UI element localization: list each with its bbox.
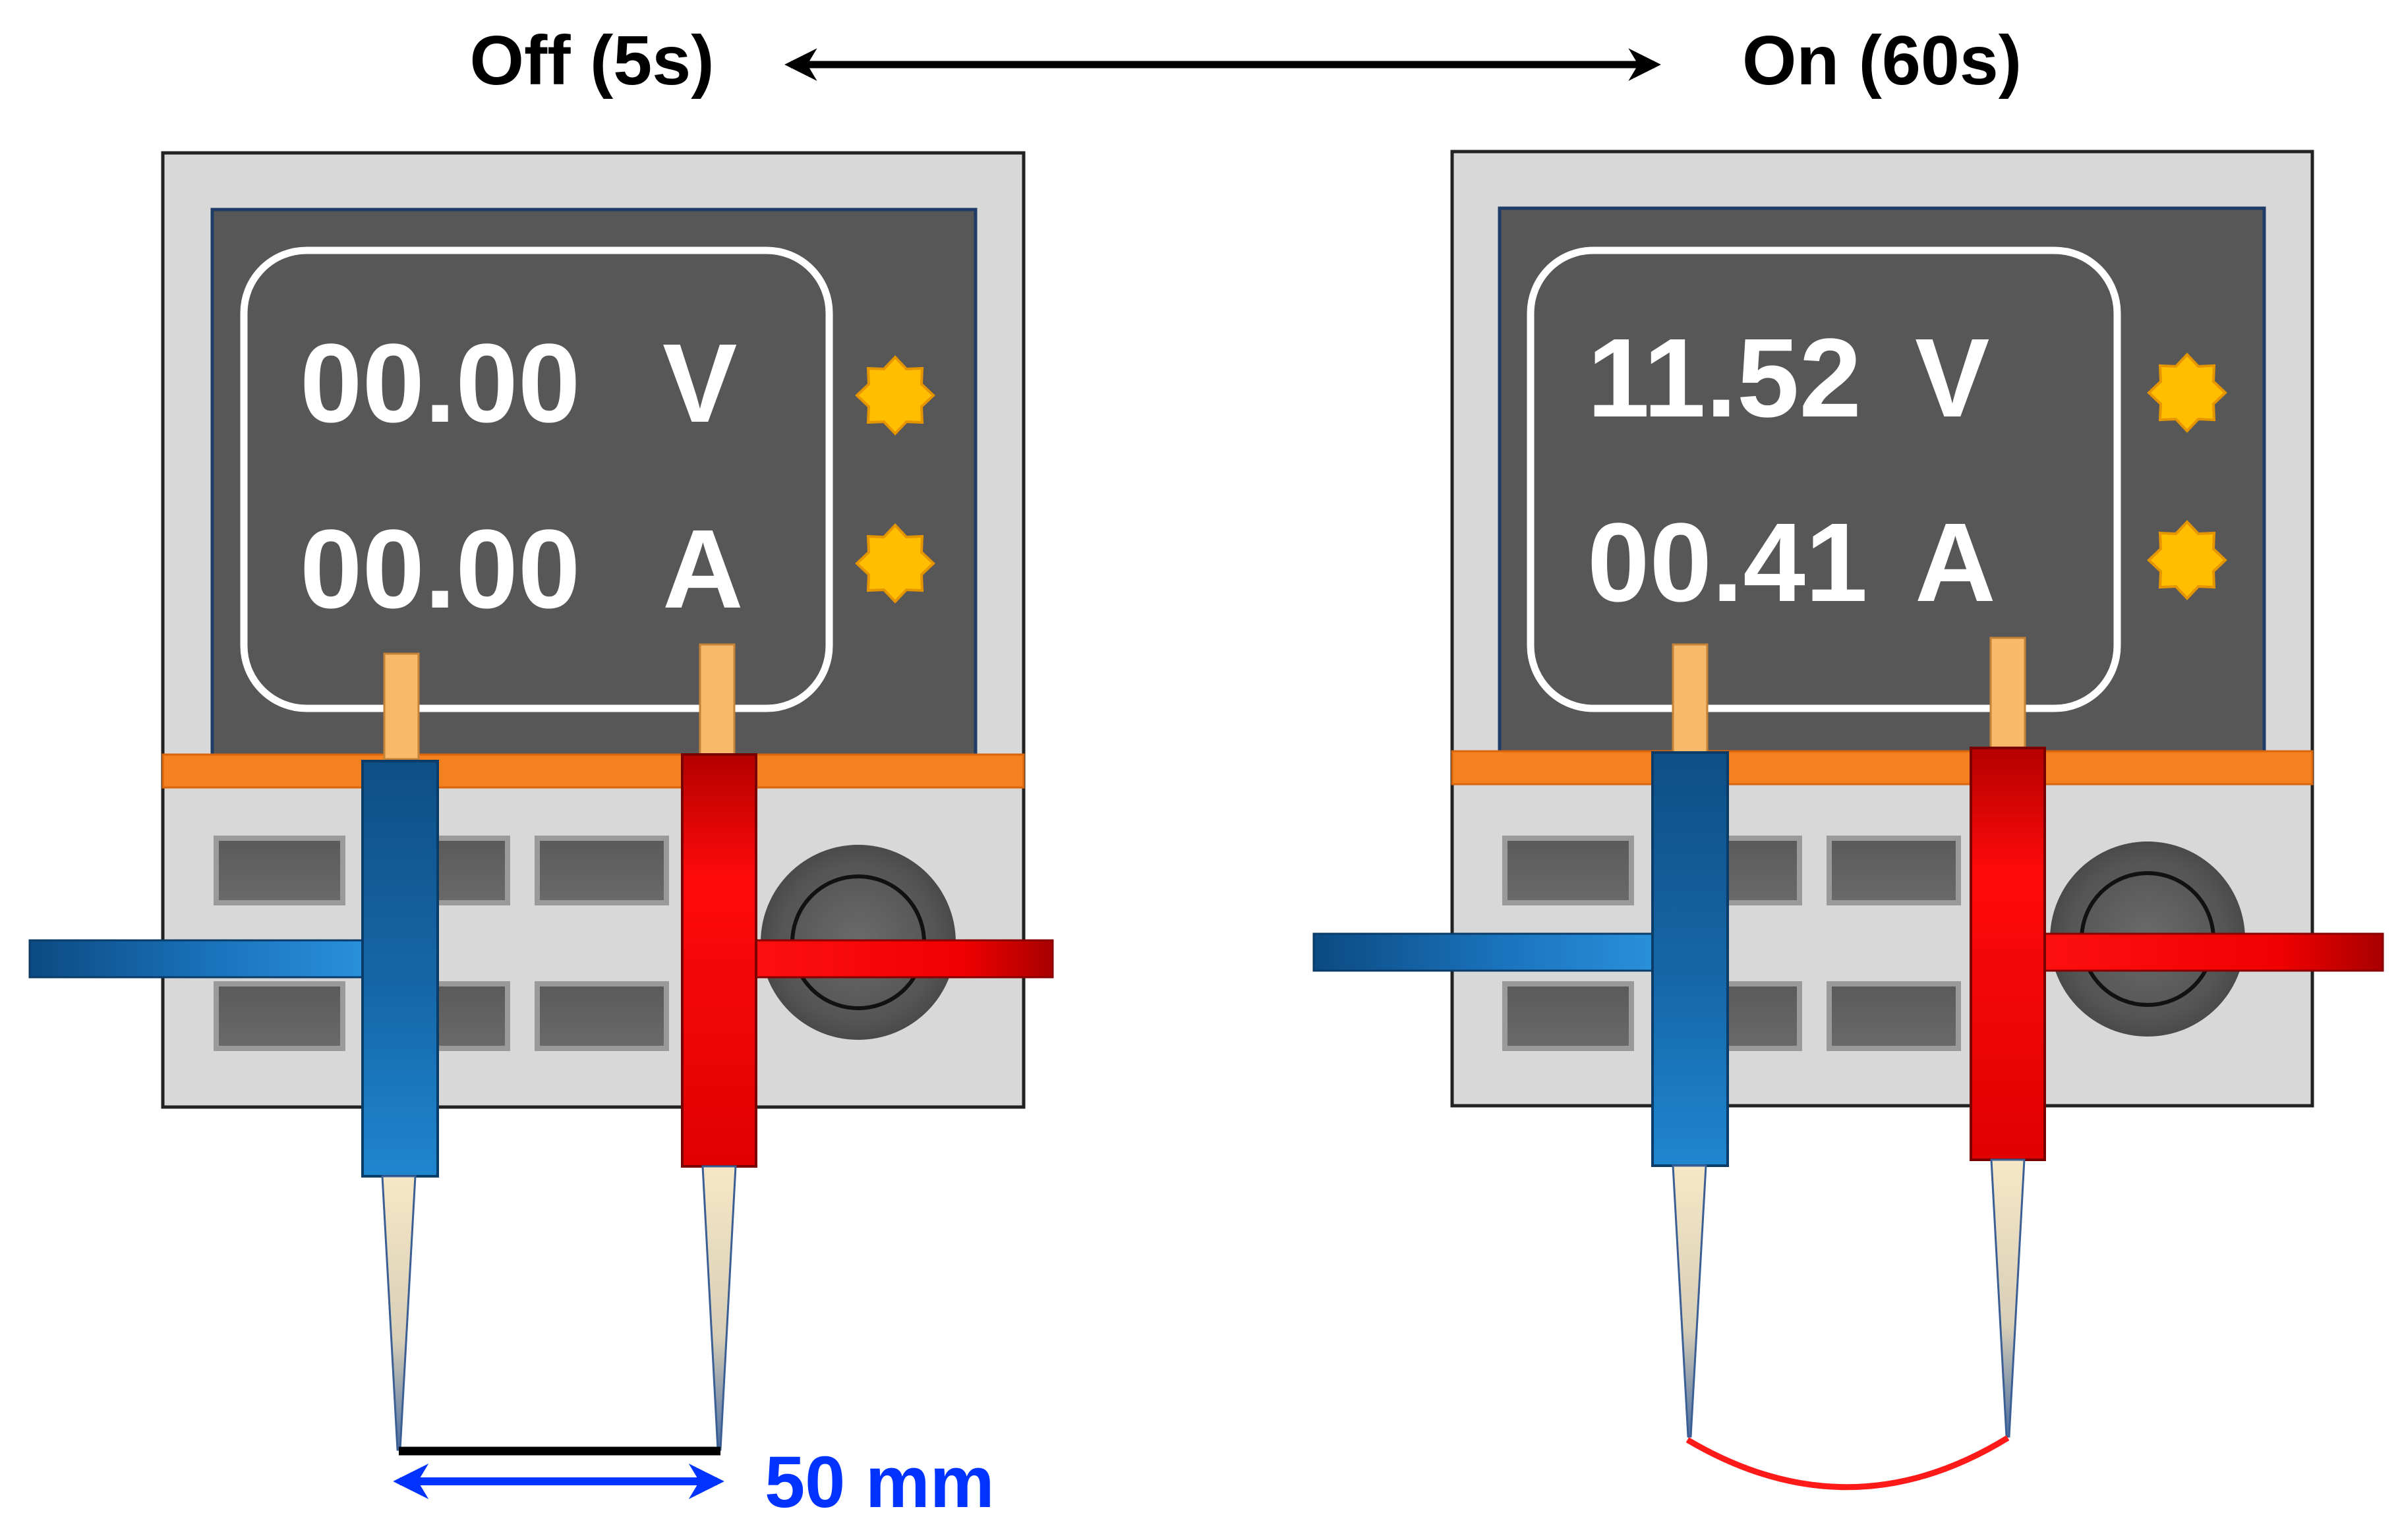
current-indicator-led-icon xyxy=(855,523,935,604)
terminal-slot xyxy=(535,981,669,1051)
blue-probe-connector xyxy=(383,652,420,760)
current-unit: A xyxy=(662,507,744,632)
blue-lead-wire xyxy=(1312,932,1664,972)
header: Off (5s) On (60s) xyxy=(470,22,2022,100)
distance-label: 50 mm xyxy=(765,1442,995,1523)
voltage-readout: 00.00 xyxy=(300,321,580,446)
voltage-unit: V xyxy=(662,321,737,446)
power-supply-on: 11.52 V 00.41 A xyxy=(1312,150,2384,1491)
red-probe-connector xyxy=(1989,637,2026,751)
bent-sample-wire xyxy=(1685,1435,2010,1491)
blue-probe-tip xyxy=(1672,1164,1707,1438)
display-frame xyxy=(240,246,833,712)
red-lead-wire xyxy=(2039,932,2384,972)
display-frame xyxy=(1527,246,2121,712)
current-unit: A xyxy=(1915,500,1996,625)
current-readout: 00.00 xyxy=(300,507,580,632)
on-state-label: On (60s) xyxy=(1742,22,2022,100)
red-probe-tip xyxy=(1990,1158,2026,1438)
blue-probe-connector xyxy=(1672,643,1709,754)
red-probe[interactable] xyxy=(681,753,757,1168)
terminal-slot xyxy=(1502,836,1634,905)
voltage-indicator-led-icon xyxy=(855,355,935,436)
terminal-slot xyxy=(214,836,345,905)
red-probe[interactable] xyxy=(1970,747,2046,1161)
blue-probe-tip xyxy=(381,1175,417,1451)
off-state-label: Off (5s) xyxy=(470,22,715,100)
current-readout: 00.41 xyxy=(1587,500,1867,625)
red-lead-wire xyxy=(751,939,1054,979)
terminal-slot xyxy=(1827,981,1961,1051)
blue-probe[interactable] xyxy=(1651,751,1729,1167)
orange-strip xyxy=(161,753,1025,789)
voltage-indicator-led-icon xyxy=(2147,353,2227,433)
power-supply-off: 00.00 V 00.00 A 50 mm xyxy=(28,151,1054,1523)
blue-lead-wire xyxy=(28,939,374,979)
display-panel xyxy=(210,208,978,765)
current-indicator-led-icon xyxy=(2147,520,2227,600)
blue-probe[interactable] xyxy=(361,760,439,1178)
display-panel xyxy=(1498,206,2266,765)
voltage-readout: 11.52 xyxy=(1587,316,1861,441)
terminal-slot xyxy=(1502,981,1634,1051)
terminal-slot xyxy=(1827,836,1961,905)
terminal-slot xyxy=(214,981,345,1051)
red-probe-tip xyxy=(701,1165,737,1451)
red-probe-connector xyxy=(699,643,736,756)
orange-strip xyxy=(1451,750,2314,785)
terminal-slot xyxy=(535,836,669,905)
voltage-unit: V xyxy=(1915,316,1989,441)
